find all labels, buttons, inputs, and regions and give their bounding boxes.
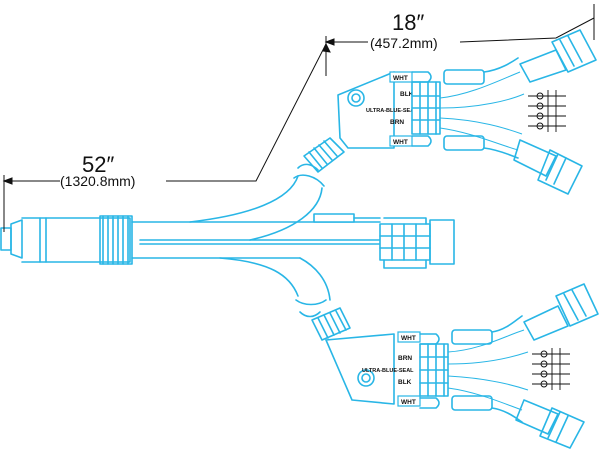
upper-branch: WHT BLK ULTRA-BLUE-SEAL BRN WHT [189, 29, 597, 241]
upper-connector-top [519, 29, 597, 83]
dimension-short-metric: (457.2mm) [370, 35, 438, 51]
trunk-end-collar [10, 219, 23, 259]
lower-grommet [311, 307, 351, 341]
dimension-long-imperial: 52″ [82, 152, 114, 177]
dimension-long-metric: (1320.8mm) [60, 173, 135, 189]
lower-label-brn: BRN [398, 355, 412, 362]
lower-breakout-housing [325, 333, 395, 405]
upper-grommet [303, 137, 345, 173]
upper-tag-wht-bottom [389, 135, 413, 147]
lower-tag-wht-bottom [397, 395, 421, 407]
lower-branch: WHT BRN ULTRA-BLUE-SEAL BLK WHT [219, 257, 599, 449]
upper-label-wht-top: WHT [393, 75, 408, 82]
lower-connector-bottom [515, 399, 585, 449]
center-housing [379, 223, 431, 261]
lower-pins [532, 348, 570, 390]
lower-label-blk: BLK [398, 379, 412, 386]
upper-tag-wht-top [389, 71, 413, 83]
upper-label-blk: BLK [400, 91, 414, 98]
trunk-end-connector [0, 227, 12, 251]
upper-connector-bottom [513, 139, 583, 195]
lower-label-ultra-blue-seal: ULTRA-BLUE-SEAL [362, 368, 414, 374]
upper-label-brn: BRN [390, 119, 404, 126]
upper-pins [528, 90, 566, 132]
upper-label-ultra-blue-seal: ULTRA-BLUE-SEAL [366, 108, 418, 114]
trunk-grommet [99, 215, 133, 265]
center-connector [313, 213, 455, 269]
center-tab [313, 213, 355, 223]
lower-label-wht-top: WHT [401, 335, 416, 342]
dimension-short: 18″ (457.2mm) [324, 4, 595, 76]
dimension-long: 52″ (1320.8mm) [2, 42, 331, 232]
upper-mount-hole [347, 89, 365, 107]
lower-tag-wht-top [397, 331, 421, 343]
lower-mount-hole [357, 369, 375, 387]
main-trunk [0, 215, 381, 265]
lower-connector-top [523, 283, 599, 341]
upper-label-wht-bottom: WHT [393, 139, 408, 146]
dimension-short-imperial: 18″ [392, 10, 424, 35]
trunk-sleeve [21, 217, 131, 263]
lower-label-wht-bottom: WHT [401, 399, 416, 406]
